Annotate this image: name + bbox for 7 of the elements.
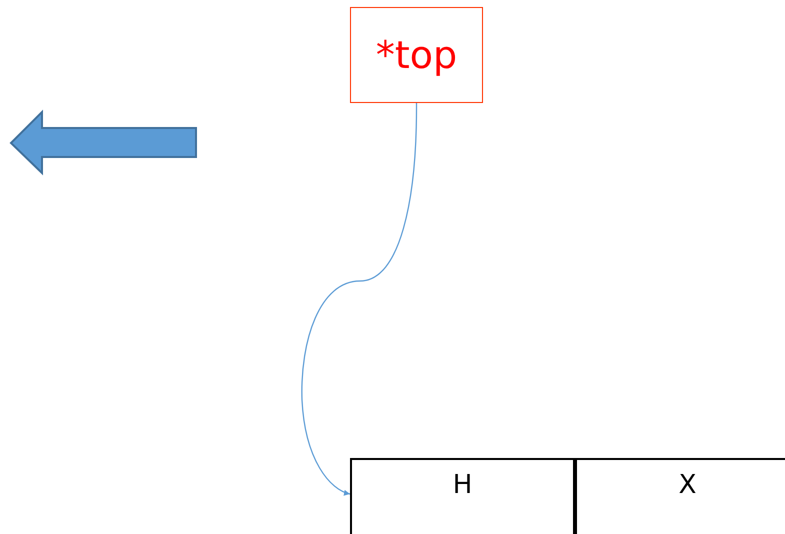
pointer-arrow (301, 103, 418, 496)
node-label: H (452, 470, 472, 500)
pointer-box (350, 7, 483, 103)
table-cell (350, 458, 575, 534)
table-cell (575, 458, 785, 534)
node-label: *top (376, 33, 458, 77)
node-label: X (678, 470, 696, 500)
